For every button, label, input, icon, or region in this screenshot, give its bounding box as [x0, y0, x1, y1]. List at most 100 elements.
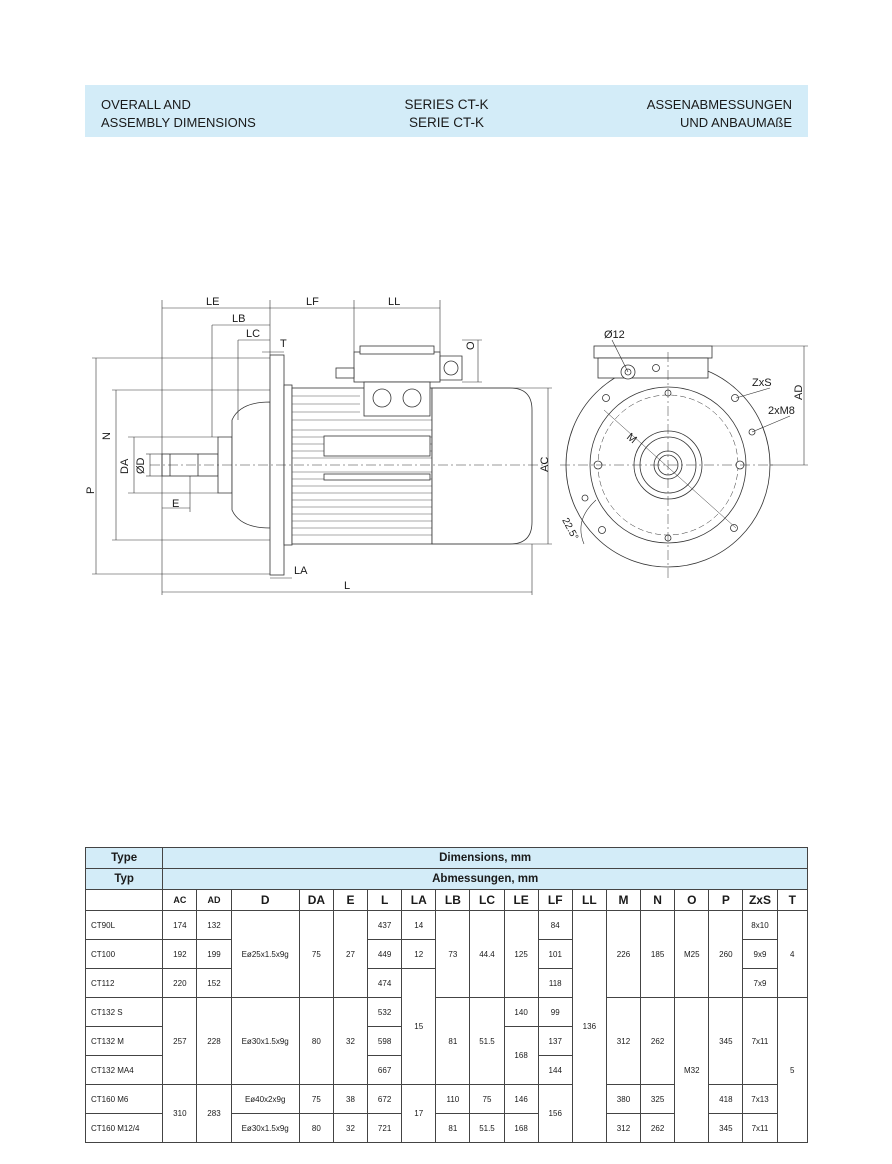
col-da: DA	[298, 889, 334, 911]
front-cable-gland-inner	[624, 368, 632, 376]
cell-ac: 310	[162, 1084, 198, 1143]
cable-gland-nut	[443, 360, 459, 376]
label-la: LA	[294, 565, 308, 577]
type-cell: CT160 M6	[84, 1084, 164, 1114]
col-lb: LB	[435, 889, 471, 911]
col-p: P	[708, 889, 744, 911]
cell-lf: 156	[537, 1084, 573, 1143]
label-zxs: ZxS	[752, 377, 772, 389]
header-center-line1: SERIES CT-K	[404, 97, 489, 112]
label-ll: LL	[388, 296, 400, 308]
cell-e: 38	[332, 1084, 369, 1114]
cell-da: 75	[298, 910, 334, 998]
cell-lf: 99	[537, 997, 573, 1027]
cell-zxs: 8x10	[742, 910, 778, 940]
cell-le: 168	[503, 1113, 539, 1143]
label-e: E	[172, 498, 179, 510]
cell-lb: 110	[435, 1084, 471, 1114]
table-row: CT160 M12/4 Eø30x1.5x9g 80 32 721 81 51.…	[84, 1113, 808, 1143]
cell-zxs: 7x13	[742, 1084, 778, 1114]
fan-cover	[431, 387, 533, 545]
angle-arc	[580, 499, 597, 545]
cell-l: 667	[367, 1055, 403, 1085]
cell-n: 262	[640, 1113, 676, 1143]
cell-lc: 44.4	[469, 910, 505, 998]
abmessungen-header: Abmessungen, mm	[162, 868, 808, 890]
header-center-line2: SERIE CT-K	[408, 115, 484, 130]
table-row: CT112 220 152 474 15 118 7x9	[84, 968, 808, 1085]
col-t: T	[776, 889, 809, 911]
phi12-leader	[611, 339, 629, 373]
label-o: O	[465, 341, 477, 350]
cell-ad: 132	[196, 910, 232, 940]
cell-m: 380	[605, 1084, 642, 1114]
type-cell: CT132 M	[84, 1026, 164, 1056]
cable-gland-hole	[372, 388, 392, 408]
cell-ad: 283	[196, 1084, 232, 1143]
nameplate	[323, 435, 431, 457]
col-lf: LF	[537, 889, 573, 911]
cell-lf: 144	[537, 1055, 573, 1085]
side-view: LE LF LL LB LC T O N DA ØD P E AC LA L	[85, 296, 552, 595]
cell-p: 345	[708, 1113, 744, 1143]
header-left: OVERALL AND ASSEMBLY DIMENSIONS	[101, 96, 256, 132]
cell-lf: 101	[537, 939, 573, 969]
cell-le: 140	[503, 997, 539, 1027]
cell-o: M32	[674, 997, 710, 1143]
table-row: CT132 S 257 228 Eø30x1.5x9g 80 32 532 81…	[84, 997, 809, 1143]
cell-t: 4	[776, 910, 809, 998]
body-rib	[323, 473, 431, 481]
cell-l: 449	[367, 939, 403, 969]
col-e: E	[332, 889, 369, 911]
cell-d: Eø25x1.5x9g	[230, 910, 300, 998]
label-p: P	[85, 487, 97, 494]
cell-zxs: 9x9	[742, 939, 778, 969]
cell-ad: 152	[196, 968, 232, 998]
col-m: M	[605, 889, 642, 911]
table-row: CT132 M 598 168 137	[84, 1026, 808, 1085]
cell-p: 418	[708, 1084, 744, 1114]
col-l: L	[367, 889, 403, 911]
cell-ac: 174	[162, 910, 198, 940]
cell-le: 168	[503, 1026, 539, 1085]
cell-d: Eø30x1.5x9g	[230, 1113, 300, 1143]
cell-lc: 51.5	[469, 997, 505, 1085]
header-left-line2: ASSEMBLY DIMENSIONS	[101, 115, 256, 130]
side-dimension-lines	[92, 300, 552, 595]
label-l: L	[344, 580, 350, 592]
label-ad: AD	[793, 385, 805, 400]
cell-n: 325	[640, 1084, 676, 1114]
cell-l: 672	[367, 1084, 403, 1114]
col-zxs: ZxS	[742, 889, 778, 911]
cell-n: 262	[640, 997, 676, 1085]
dimensions-table: Type Dimensions, mm Typ Abmessungen, mm …	[84, 847, 809, 1143]
cell-lb: 73	[435, 910, 471, 998]
label-t: T	[280, 338, 287, 350]
col-lc: LC	[469, 889, 505, 911]
label-lc: LC	[246, 328, 260, 340]
cell-p: 345	[708, 997, 744, 1085]
cell-la: 12	[401, 939, 437, 969]
cell-l: 474	[367, 968, 403, 998]
cell-ll: 136	[571, 910, 607, 1143]
cell-ad: 199	[196, 939, 232, 969]
front-view: Ø12 ZxS 2xM8 AD M 22.5°	[559, 329, 808, 578]
terminal-box-screw	[335, 367, 355, 379]
cell-lf: 118	[537, 968, 573, 998]
cell-e: 32	[332, 1113, 369, 1143]
cell-l: 721	[367, 1113, 403, 1143]
dimensions-header: Dimensions, mm	[162, 847, 808, 869]
header-banner: OVERALL AND ASSEMBLY DIMENSIONS SERIES C…	[85, 85, 808, 137]
cell-ad: 228	[196, 997, 232, 1085]
cell-ac: 192	[162, 939, 198, 969]
cell-m: 226	[605, 910, 642, 998]
terminal-box-top	[359, 345, 435, 355]
col-ac: AC	[162, 889, 198, 911]
type-cell: CT132 S	[84, 997, 164, 1027]
cell-le: 146	[503, 1084, 539, 1114]
cell-e: 32	[332, 997, 369, 1085]
cell-lc: 75	[469, 1084, 505, 1114]
front-terminal-box-top	[593, 345, 713, 359]
cell-lc: 51.5	[469, 1113, 505, 1143]
